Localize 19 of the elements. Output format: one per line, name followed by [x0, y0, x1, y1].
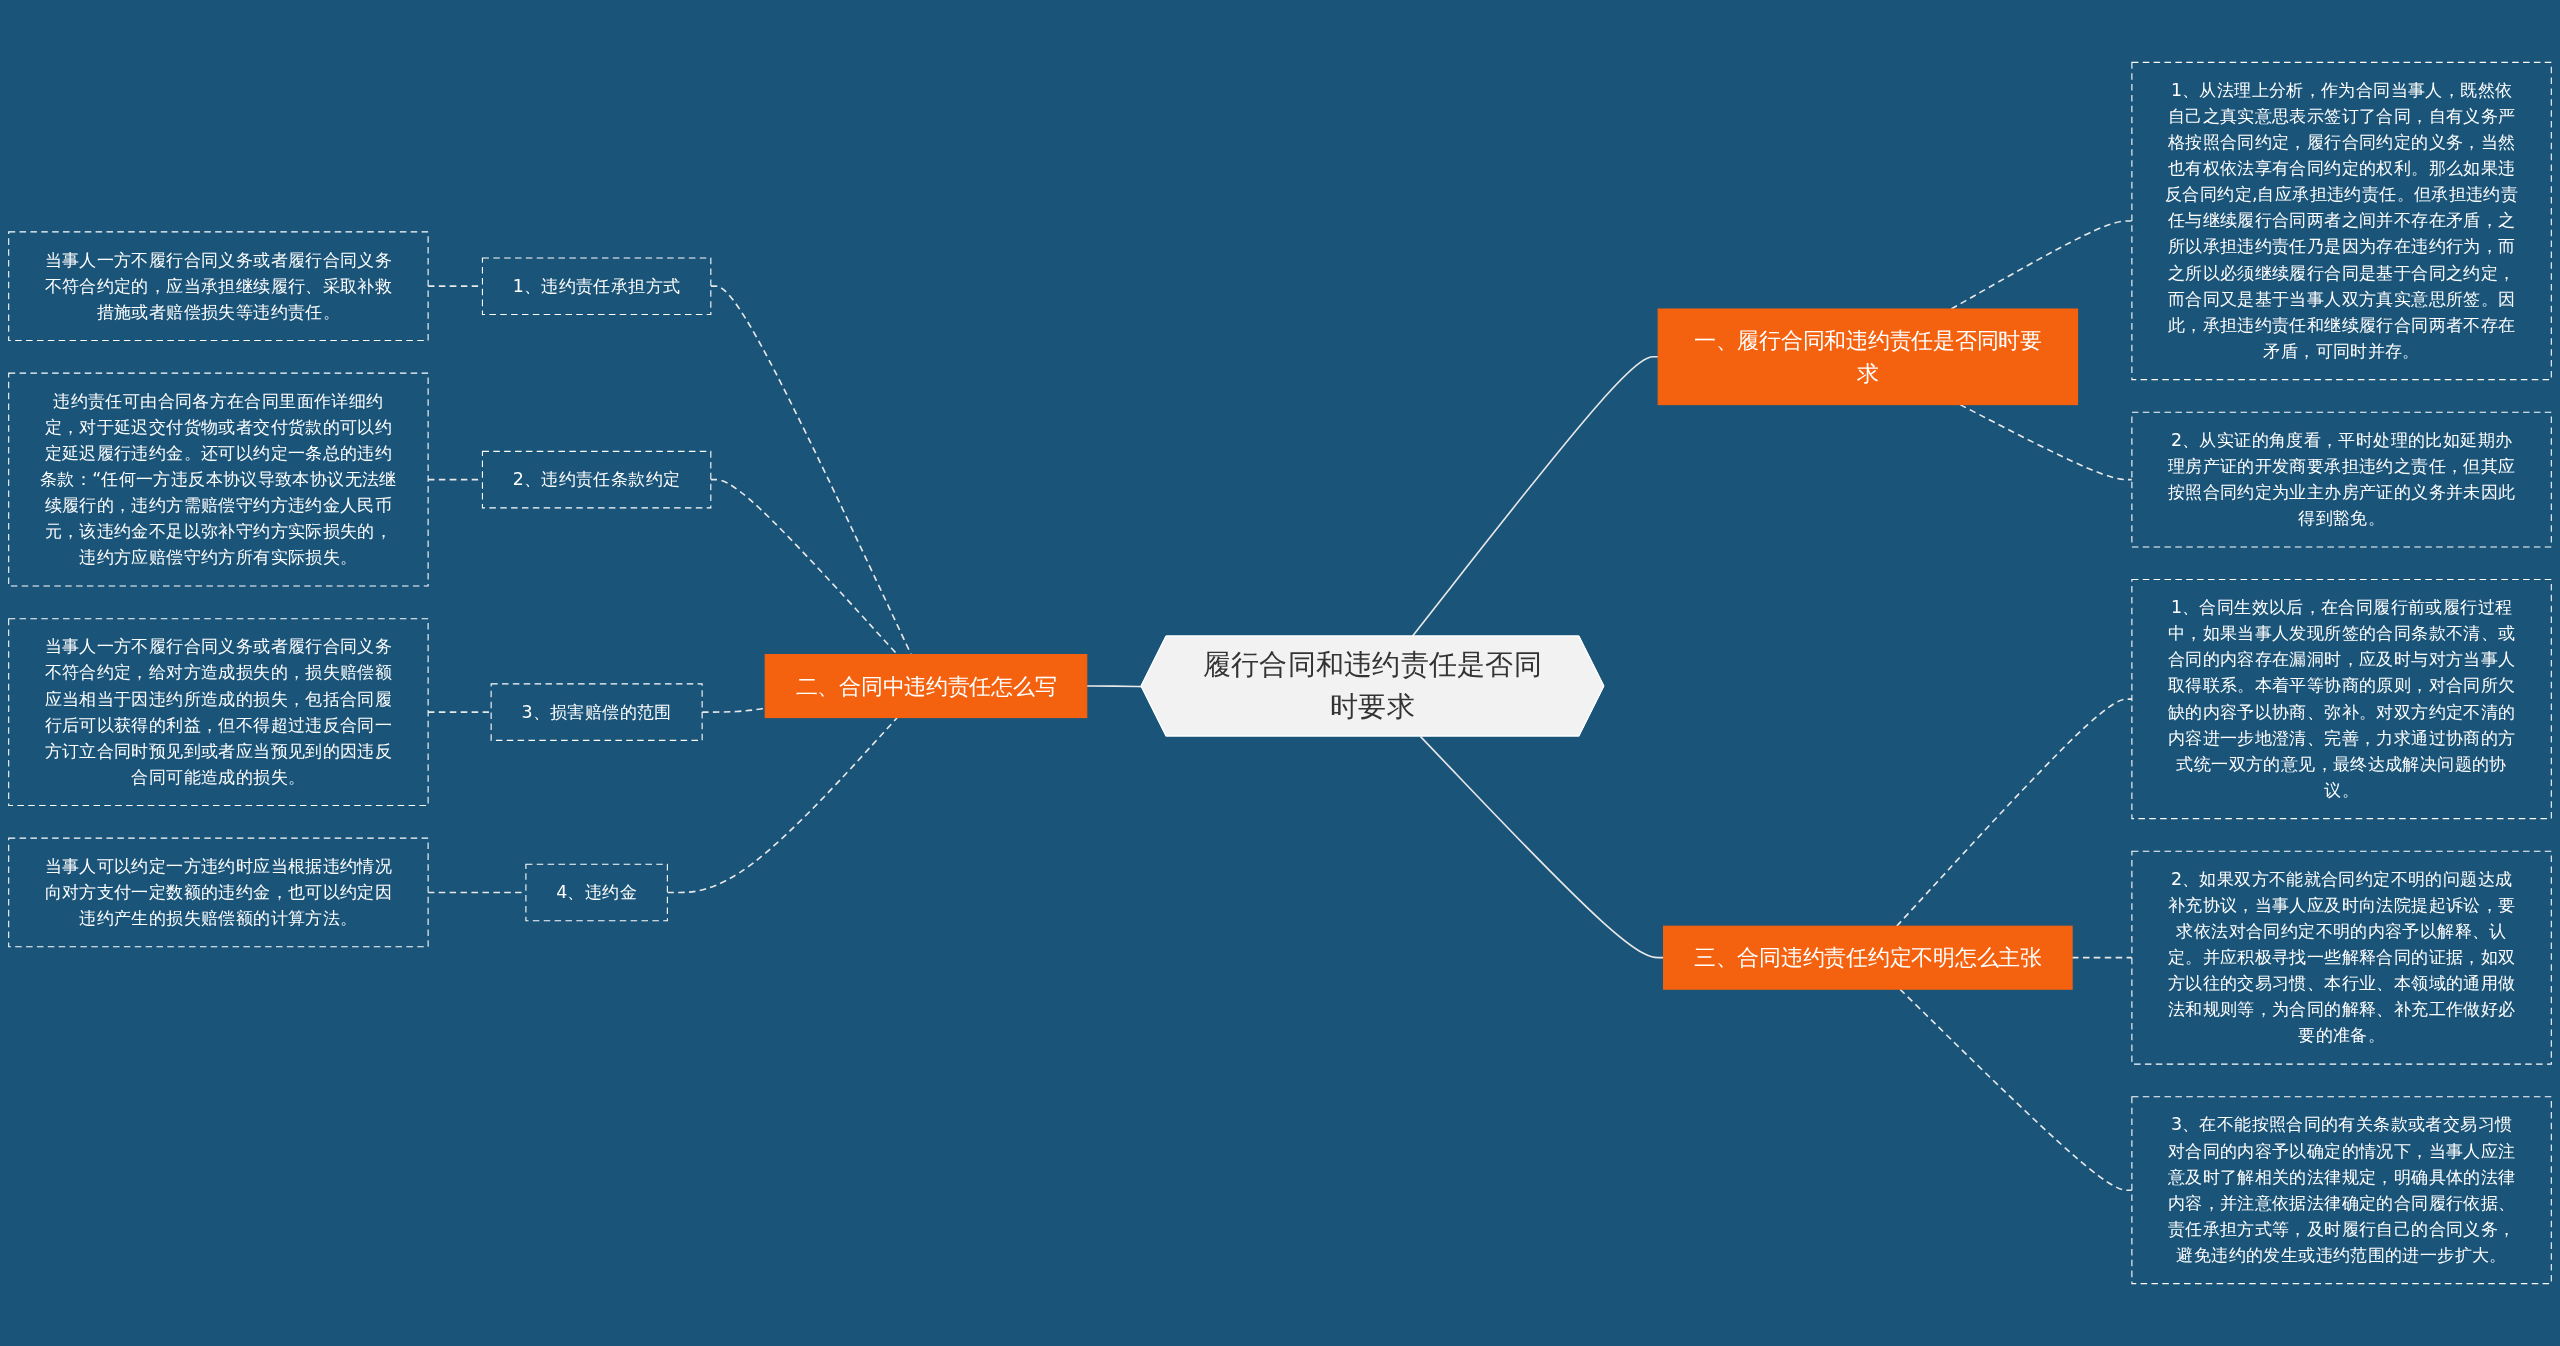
node-box: 1、合同生效以后，在合同履行前或履行过程中，如果当事人发现所签的合同条款不清、或合同的内容存在漏洞时，应及时与对方当事人取得联系。本着平等协商的原则，对合同所欠缺的内容予以协商、弥补。对双方约定不清的内容进一步地澄清、完善，力求通过协商的方式统一双方的意见，最终达成解决问题的协议。	[2131, 579, 2552, 820]
node-box: 4、违约金	[525, 863, 668, 922]
node-box: 二、合同中违约责任怎么写	[764, 654, 1088, 719]
node-box: 一、履行合同和违约责任是否同时要求	[1657, 308, 2079, 406]
node-box: 2、如果双方不能就合同约定不明的问题达成补充协议，当事人应及时向法院提起诉讼，要求依法对合同约定不明的内容予以解释、认定。并应积极寻找一些解释合同的证据，如双方以往的交易习惯、本行业、本领域的通用做法和规则等，为合同的解释、补充工作做好必要的准备。	[2131, 850, 2552, 1065]
node-box: 1、违约责任承担方式	[481, 257, 712, 315]
connector	[710, 285, 912, 656]
node-box: 当事人可以约定一方违约时应当根据违约情况向对方支付一定数额的违约金，也可以约定因违约产生的损失赔偿额的计算方法。	[8, 837, 429, 948]
node-box: 违约责任可由合同各方在合同里面作详细约定，对于延迟交付货物或者交付货款的可以约定延迟履行违约金。还可以约定一条总的违约条款：“任何一方违反本协议导致本协议无法继续履行的，违约方需赔偿守约方违约金人民币元，该违约金不足以弥补守约方实际损失的，违约方应赔偿守约方所有实际损失。	[8, 372, 429, 587]
node-box: 三、合同违约责任约定不明怎么主张	[1663, 925, 2073, 990]
node-box: 3、在不能按照合同的有关条款或者交易习惯对合同的内容予以确定的情况下，当事人应注意及时了解相关的法律规定，明确具体的法律内容，并注意依据法律确定的合同履行依据、责任承担方式等，及时履行自己的合同义务，避免违约的发生或违约范围的进一步扩大。	[2131, 1096, 2552, 1285]
connector	[1411, 356, 1659, 638]
connector	[710, 478, 899, 656]
node-box: 当事人一方不履行合同义务或者履行合同义务不符合约定，给对方造成损失的，损失赔偿额应当相当于因违约所造成的损失，包括合同履行后可以获得的利益，但不得超过违反合同一方订立合同时预见到或者应当预见到的因违反合同可能造成的损失。	[8, 618, 429, 807]
node-box: 3、损害赔偿的范围	[490, 683, 703, 741]
node-box: 1、从法理上分析，作为合同当事人，既然依自己之真实意思表示签订了合同，自有义务严格按照合同约定，履行合同约定的义务，当然也有权依法享有合同约定的权利。那么如果违反合同约定,自应承担违约责任。但承担违约责任与继续履行合同两者之间并不存在矛盾，之所以承担违约责任乃是因为存在违约行为，而之所以必须继续履行合同是基于合同之约定，而合同又是基于当事人双方真实意思所签。因此，承担违约责任和继续履行合同两者不存在矛盾，可同时并存。	[2131, 61, 2552, 381]
node-box: 当事人一方不履行合同义务或者履行合同义务不符合约定的，应当承担继续履行、采取补救措施或者赔偿损失等违约责任。	[8, 231, 429, 342]
node-box: 2、从实证的角度看，平时处理的比如延期办理房产证的开发商要承担违约之责任，但其应按照合同约定为业主办房产证的义务并未因此得到豁免。	[2131, 411, 2552, 548]
node-box: 2、违约责任条款约定	[481, 450, 712, 509]
